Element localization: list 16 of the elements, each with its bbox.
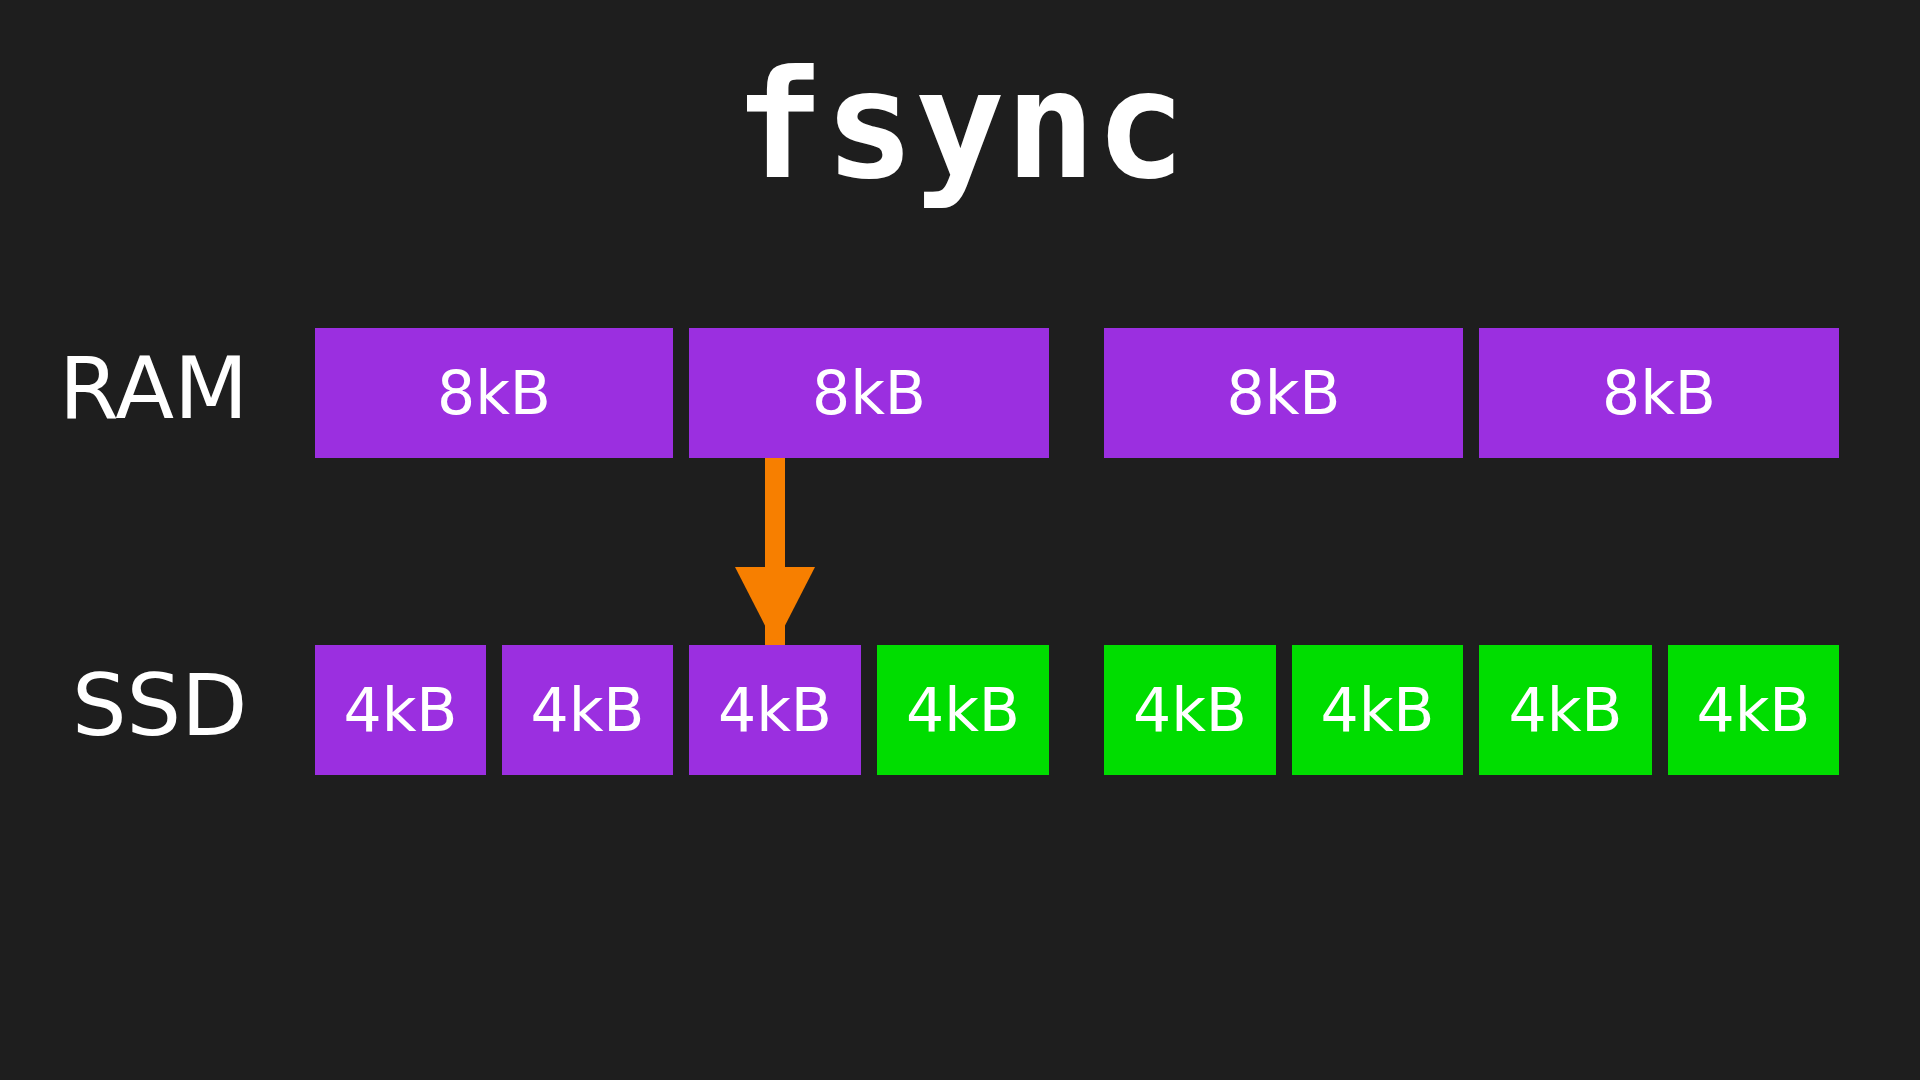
storage-block: 4kB <box>315 645 486 775</box>
arrow <box>735 458 815 645</box>
storage-block: 4kB <box>1292 645 1463 775</box>
storage-block: 4kB <box>1479 645 1652 775</box>
memory-page-block: 8kB <box>1479 328 1839 458</box>
storage-block: 4kB <box>689 645 861 775</box>
storage-block: 4kB <box>502 645 673 775</box>
row-label: RAM <box>59 338 249 438</box>
memory-page-block: 8kB <box>689 328 1049 458</box>
memory-page-block: 8kB <box>1104 328 1463 458</box>
storage-block: 4kB <box>877 645 1049 775</box>
row-label: SSD <box>72 655 248 755</box>
storage-block: 4kB <box>1668 645 1839 775</box>
memory-page-block: 8kB <box>315 328 673 458</box>
storage-block: 4kB <box>1104 645 1276 775</box>
title: fsync <box>733 40 1187 210</box>
